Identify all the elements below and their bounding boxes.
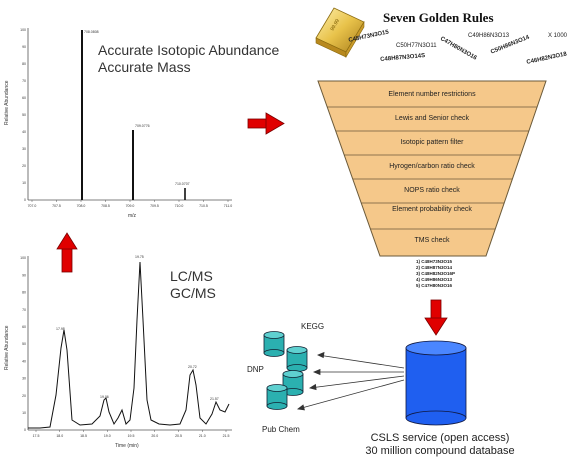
- service-line2: 30 million compound database: [365, 445, 515, 457]
- chrom-x-tick-label: 20.0: [151, 434, 158, 438]
- ms-x-tick-label: 707.0: [28, 204, 37, 208]
- funnel-step-6: Element probability check: [392, 206, 472, 213]
- formula-x1000: X 1000: [548, 33, 568, 39]
- ms-y-tick-label: 50: [22, 113, 26, 117]
- ms-x-tick-label: 709.5: [150, 204, 159, 208]
- ms-peak-label-3: 710.0707: [175, 182, 190, 186]
- chrom-peak-label-5: 21.57: [210, 397, 219, 401]
- chrom-peak-label-1: 17.98: [56, 327, 65, 331]
- service-line1: CSLS service (open access): [370, 432, 510, 444]
- ms-y-tick-label: 100: [20, 28, 26, 32]
- chrom-y-label: Relative Abundance: [4, 325, 10, 370]
- ms-heading: Accurate Isotopic Abundance Accurate Mas…: [98, 42, 279, 76]
- chrom-y-tick-label: 0: [24, 428, 26, 432]
- chrom-y-tick-label: 30: [22, 377, 26, 381]
- ms-peak-label-2: 709.0776: [135, 124, 150, 128]
- chrom-peak-label-3: 19.75: [135, 255, 144, 259]
- chrom-x-tick-label: 21.5: [223, 434, 230, 438]
- funnel-body: [317, 80, 547, 257]
- funnel-step-3: Isotopic pattern filter: [400, 139, 464, 146]
- chrom-x-tick-label: 21.0: [199, 434, 206, 438]
- ms-x-tick-label: 709.0: [126, 204, 135, 208]
- ms-heading-line2: Accurate Mass: [98, 59, 191, 75]
- gold-bar-label: 99.99: [330, 18, 342, 32]
- chrom-y-tick-label: 10: [22, 411, 26, 415]
- ms-y-tick-label: 70: [22, 79, 26, 83]
- chrom-heading-line1: LC/MS: [170, 268, 213, 284]
- funnel-step-4: Hyrogen/carbon ratio check: [389, 163, 475, 170]
- chrom-x-tick-label: 19.0: [104, 434, 111, 438]
- ms-y-tick-label: 20: [22, 164, 26, 168]
- right-arrow: [247, 112, 285, 135]
- ms-y-ticks: 0 10 20 30 40 50 60 70 80 90 100: [20, 28, 26, 202]
- chrom-x-tick-label: 19.5: [128, 434, 135, 438]
- result-item: 3) C48H82N3O16P: [416, 271, 456, 276]
- funnel-step-2: Lewis and Senior check: [395, 115, 469, 122]
- result-item: 2) C48H87N3O14: [416, 265, 453, 270]
- down-arrow: [424, 299, 448, 336]
- chrom-y-tick-label: 100: [20, 256, 26, 260]
- chrom-y-tick-label: 50: [22, 342, 26, 346]
- ms-y-tick-label: 0: [24, 198, 26, 202]
- ms-x-tick-label: 708.0: [77, 204, 86, 208]
- chrom-peak-label-2: 19.06: [100, 395, 109, 399]
- funnel-step-1: Element number restrictions: [388, 91, 476, 98]
- funnel-step-7: TMS check: [414, 237, 450, 244]
- chrom-y-tick-label: 40: [22, 359, 26, 363]
- ms-x-tick-label: 708.5: [101, 204, 110, 208]
- chrom-y-tick-label: 80: [22, 291, 26, 295]
- formula-2: C50H77N3O11: [396, 43, 437, 49]
- ms-y-label: Relative Abundance: [4, 80, 10, 125]
- result-item: 4) C49H86N3O13: [416, 277, 453, 282]
- ms-peak-label-1: 708.0808: [84, 30, 99, 34]
- chrom-x-ticks: 17.5 18.0 18.5 19.0 19.5 20.0 20.5 21.0 21.5: [33, 430, 230, 438]
- chrom-y-tick-label: 60: [22, 325, 26, 329]
- results-list: 1) C48H73N3O15 2) C48H87N3O14 3) C48H82N…: [416, 259, 455, 289]
- ms-x-tick-label: 710.5: [199, 204, 208, 208]
- chromatogram-trace: [28, 261, 230, 429]
- chrom-x-tick-label: 18.5: [80, 434, 87, 438]
- formula-4: C49H86N3O13: [468, 33, 510, 39]
- ms-x-label: m/z: [128, 213, 137, 219]
- service-caption: CSLS service (open access) 30 million co…: [340, 432, 540, 458]
- up-arrow: [56, 232, 78, 273]
- chrom-peak-label-4: 20.72: [188, 365, 197, 369]
- ms-heading-line1: Accurate Isotopic Abundance: [98, 42, 280, 58]
- ms-y-tick-label: 30: [22, 147, 26, 151]
- ms-y-tick-label: 10: [22, 181, 26, 185]
- kegg-label: KEGG: [301, 322, 325, 331]
- result-item: 1) C48H73N3O15: [416, 259, 453, 264]
- gold-bar-icon: 99.99: [315, 7, 365, 59]
- dnp-label: DNP: [247, 365, 264, 374]
- ms-y-tick-label: 40: [22, 130, 26, 134]
- ms-x-tick-label: 707.5: [52, 204, 61, 208]
- chrom-y-tick-label: 20: [22, 394, 26, 398]
- ms-y-tick-label: 60: [22, 96, 26, 100]
- chrom-y-tick-label: 90: [22, 273, 26, 277]
- chrom-x-tick-label: 20.5: [175, 434, 182, 438]
- ms-x-tick-label: 710.0: [175, 204, 184, 208]
- rules-title: Seven Golden Rules: [383, 10, 494, 25]
- funnel-step-5: NOPS ratio check: [404, 187, 460, 194]
- chrom-y-ticks: 0 10 20 30 40 50 60 70 80 90 100: [20, 256, 26, 432]
- chrom-heading: LC/MS GC/MS: [170, 268, 216, 302]
- result-item: 5) C47H80N3O16: [416, 283, 453, 288]
- pubchem-label: Pub Chem: [262, 425, 300, 434]
- chrom-x-label: Time (min): [115, 443, 139, 449]
- chrom-x-tick-label: 18.0: [56, 434, 63, 438]
- filter-funnel: [317, 80, 547, 257]
- funnel-dividers: [327, 106, 538, 230]
- ms-x-ticks: 707.0 707.5 708.0 708.5 709.0 709.5 710.0 710.5…: [28, 200, 233, 208]
- chrom-heading-line2: GC/MS: [170, 285, 216, 301]
- chrom-y-tick-label: 70: [22, 308, 26, 312]
- ms-y-tick-label: 80: [22, 62, 26, 66]
- chrom-x-tick-label: 17.5: [33, 434, 40, 438]
- ms-y-tick-label: 90: [22, 45, 26, 49]
- ms-x-tick-label: 711.0: [224, 204, 233, 208]
